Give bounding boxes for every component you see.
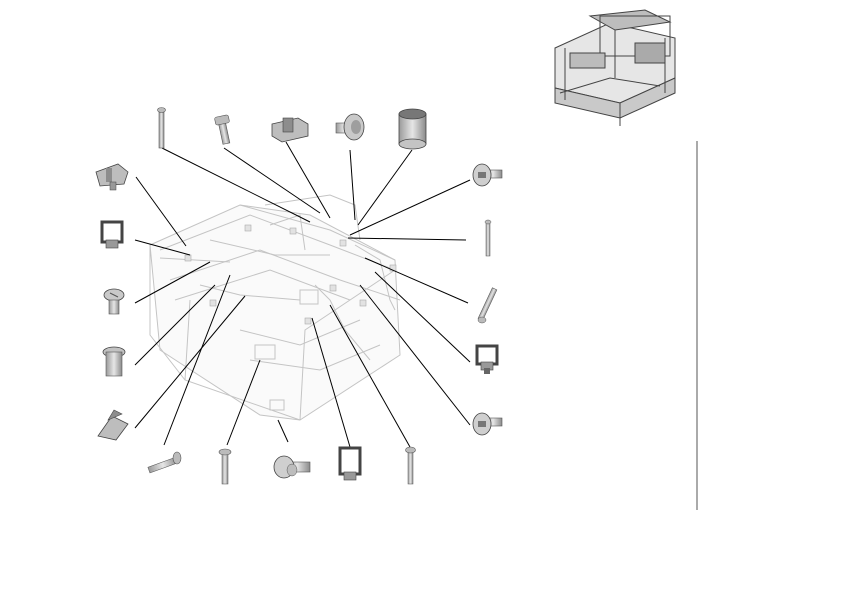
- wire-clamp-icon: [475, 344, 499, 374]
- thin-pin-icon: [484, 219, 492, 257]
- shoulder-bolt-icon: [335, 113, 365, 141]
- leader-line: [134, 261, 211, 304]
- leader-line: [349, 179, 471, 236]
- cable-clamp-icon: [100, 220, 124, 249]
- long-screw-icon: [157, 107, 166, 149]
- flange-screw-icon: [472, 163, 503, 187]
- leader-line: [285, 141, 331, 219]
- leader-line: [226, 359, 261, 446]
- hex-screw-icon: [273, 455, 311, 479]
- rivet-icon: [102, 346, 126, 377]
- assembly-details: [184, 224, 397, 325]
- bushing-icon: [398, 108, 427, 150]
- washer-head-screw-icon: [103, 288, 125, 315]
- cable-clamp-icon: [338, 446, 362, 481]
- long-bolt-icon: [147, 451, 182, 474]
- leader-line: [329, 304, 411, 448]
- leader-line: [163, 274, 231, 446]
- leader-line: [357, 149, 413, 226]
- locator-thumbnail: [554, 9, 676, 126]
- leader-line: [161, 147, 311, 223]
- long-pin-icon: [477, 287, 498, 324]
- thumb-screw-icon: [95, 163, 129, 191]
- flat-clip-icon: [97, 409, 129, 441]
- leader-line: [349, 149, 356, 221]
- leader-line: [347, 237, 467, 241]
- leader-line: [134, 295, 246, 429]
- leader-line: [364, 257, 469, 304]
- leader-line: [374, 271, 471, 363]
- leader-line: [134, 239, 191, 256]
- leader-line: [311, 317, 351, 448]
- leader-line: [359, 284, 471, 426]
- leader-lines: [134, 141, 471, 448]
- short-screw-icon: [214, 114, 231, 145]
- leader-line: [277, 419, 289, 443]
- leader-line: [223, 147, 321, 214]
- flange-screw-icon: [472, 412, 503, 436]
- bracket-block-icon: [271, 117, 309, 143]
- leader-line: [135, 176, 187, 247]
- leader-line: [134, 284, 216, 366]
- flange-bolt-icon: [218, 448, 232, 485]
- screw-pin-icon: [405, 446, 416, 485]
